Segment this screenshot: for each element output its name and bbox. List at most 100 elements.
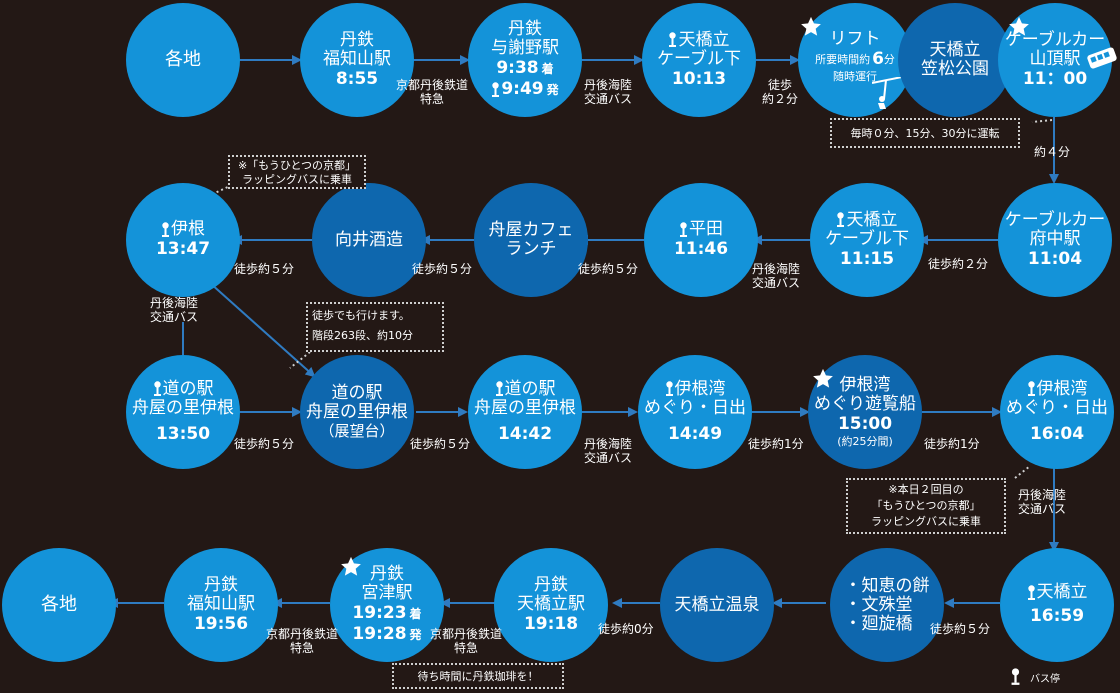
note-leader-cable: [1031, 119, 1053, 123]
node-line1: 天橋立: [1036, 582, 1088, 602]
node-cable-fuchu: ケーブルカー 府中駅 11:04: [998, 183, 1112, 297]
node-time: 11：00: [1022, 68, 1088, 89]
depart-time: 19:28: [352, 624, 407, 644]
node-fukuchiyama-1: 丹鉄 福知山駅 8:55: [300, 3, 414, 117]
note-leader-wrapping1: [199, 184, 233, 201]
node-start-label: 各地: [165, 49, 201, 70]
node-line2: 福知山駅: [323, 48, 391, 69]
node-inewan-2: 伊根湾 めぐり・日出 16:04: [1000, 355, 1114, 469]
node-title: リフト: [829, 28, 881, 49]
edge-label: 京都丹後鉄道特急: [396, 78, 469, 106]
arrive-tag: 着: [409, 607, 422, 621]
node-amanohashidate: 天橋立 16:59: [1000, 548, 1114, 662]
node-line1: ケーブルカー: [1004, 209, 1106, 230]
note-stairs: 徒歩でも行けます。階段263段、約10分: [306, 302, 444, 352]
node-time: 13:50: [155, 423, 211, 444]
node-time: 10:13: [671, 68, 727, 89]
node-line2: 舟屋の里伊根: [474, 397, 576, 418]
note-leader-wrapping2: [1014, 465, 1031, 479]
node-line1: 天橋立: [929, 40, 981, 60]
arrive-tag: 着: [541, 62, 554, 76]
node-time: 19:18: [523, 613, 579, 634]
edge-label: 徒歩約５分: [234, 437, 295, 451]
node-line1: 丹鉄: [204, 574, 238, 595]
node-line1: 伊根湾: [674, 378, 726, 399]
node-inewan-1: 伊根湾 めぐり・日出 14:49: [638, 355, 752, 469]
node-cafe: 舟屋カフェ ランチ: [474, 183, 588, 297]
node-line1: 向井酒造: [335, 229, 403, 250]
bus-stop-icon: [680, 221, 687, 237]
edge-label: 徒歩約0分: [598, 622, 654, 636]
bus-stop-icon: [837, 212, 845, 227]
edge-label: 京都丹後鉄道特急: [266, 627, 339, 655]
note-cable-schedule: 毎時０分、15分、30分に運転: [830, 118, 1020, 148]
node-line1: 道の駅: [331, 382, 383, 403]
edge-label: 徒歩約５分: [410, 437, 471, 451]
node-line2: ケーブル下: [657, 48, 741, 69]
edge-label: 徒歩約５分: [412, 262, 473, 276]
node-amanohashidate-station: 丹鉄 天橋立駅 19:18: [494, 548, 608, 662]
edge-label: 丹後海陸交通バス: [1018, 488, 1067, 516]
node-line2: 府中駅: [1029, 228, 1081, 249]
edge-label: 約４分: [1034, 145, 1071, 159]
bus-stop-icon: [492, 81, 500, 97]
node-line1: 天橋立: [678, 29, 730, 50]
node-time: 19:56: [193, 613, 249, 634]
lift-unit: 分: [883, 52, 895, 66]
lift-minutes: 6: [872, 48, 884, 69]
node-line1: 丹鉄: [534, 574, 568, 595]
bus-stop-icon: [162, 221, 169, 237]
node-line1: 丹鉄: [340, 29, 374, 50]
arrow-ine-observatory: [209, 282, 316, 378]
node-line2: 与謝野駅: [491, 38, 559, 58]
legend-bus-stop-label: バス停: [1030, 673, 1060, 685]
bus-stop-icon: [1011, 668, 1020, 685]
arrive-time: 9:38: [496, 58, 539, 78]
node-onsen: 天橋立温泉: [660, 548, 774, 662]
legend: バス停: [1010, 668, 1060, 686]
node-time: 11:15: [839, 248, 895, 269]
star-icon: [801, 16, 821, 36]
node-duration: (約25分間): [837, 435, 893, 448]
node-line1: 道の駅: [162, 378, 214, 399]
depart-tag: 発: [546, 83, 559, 97]
star-icon: [813, 368, 833, 388]
sight-item: ・文殊堂: [844, 594, 913, 615]
edge-label: 丹後海陸交通バス: [584, 437, 633, 465]
note-leader-stairs: [289, 351, 311, 369]
lift-frequency: 随時運行: [833, 69, 877, 83]
bus-stop-icon: [495, 381, 503, 396]
node-line2: 天橋立駅: [517, 593, 585, 614]
node-end: 各地: [2, 548, 116, 662]
node-michinoeki-1: 道の駅 舟屋の里伊根 13:50: [126, 355, 240, 469]
star-icon: [1009, 16, 1029, 36]
node-michinoeki-2: 道の駅 舟屋の里伊根 14:42: [468, 355, 582, 469]
node-time: 14:42: [497, 423, 553, 444]
node-line2: 舟屋の里伊根: [306, 401, 408, 422]
node-line1: 伊根湾: [1036, 378, 1088, 399]
node-ine: 伊根 13:47: [126, 183, 240, 297]
node-cable-bottom-1: 天橋立 ケーブル下 10:13: [642, 3, 756, 117]
bus-stop-icon: [1027, 584, 1035, 600]
node-time: 16:04: [1029, 423, 1085, 444]
edge-label: 徒歩約２分: [762, 78, 799, 106]
depart-time: 9:49: [501, 79, 544, 99]
node-sights: ・知恵の餅 ・文殊堂 ・廻旋橋: [830, 548, 944, 662]
node-line2: 笠松公園: [921, 59, 989, 79]
node-time: 13:47: [155, 239, 211, 259]
note-coffee: 待ち時間に丹鉄珈琲を！: [392, 663, 564, 689]
lift-desc: 所要時間約: [815, 52, 871, 66]
sight-item: ・知恵の餅: [844, 575, 930, 596]
node-line1: 平田: [689, 219, 723, 239]
node-time: 11:04: [1027, 248, 1083, 269]
node-hirata: 平田 11:46: [644, 183, 758, 297]
cable-car-icon: [1087, 47, 1117, 69]
edge-label: 徒歩約２分: [928, 257, 989, 271]
node-line2: 山頂駅: [1029, 48, 1081, 69]
note-wrapping-bus-2: ※本日２回目の「もうひとつの京都」ラッピングバスに乗車: [846, 478, 1006, 534]
node-line1: 天橋立温泉: [674, 594, 760, 615]
node-line1: 天橋立: [846, 209, 898, 230]
